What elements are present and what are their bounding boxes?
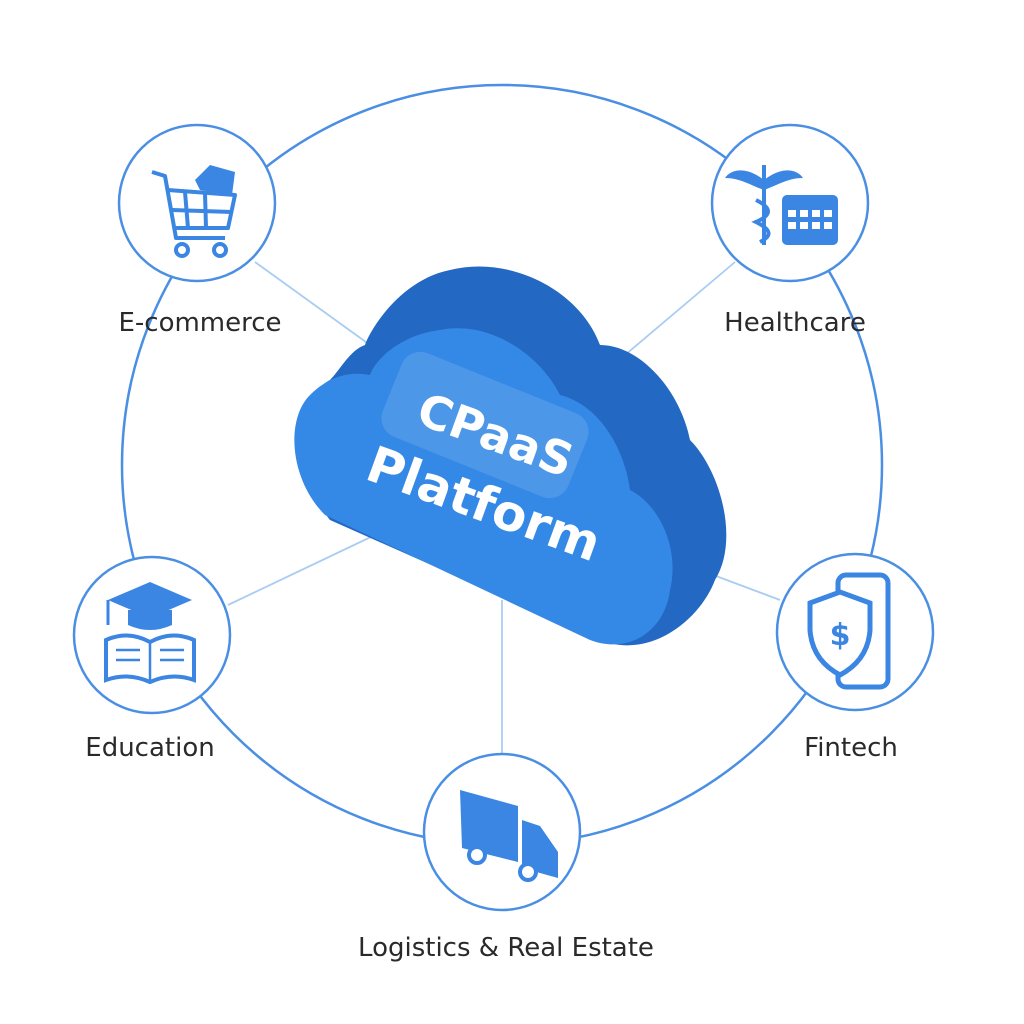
svg-text:$: $ — [830, 618, 851, 653]
shopping-cart-icon — [151, 165, 237, 258]
delivery-truck-icon — [460, 790, 558, 882]
node-education[interactable] — [72, 555, 232, 715]
label-education: Education — [85, 733, 215, 763]
shield-dollar-phone-icon: $ — [807, 572, 891, 690]
cloud-platform: CPaaS Platform — [294, 266, 727, 646]
label-healthcare: Healthcare — [724, 308, 866, 338]
node-ecommerce[interactable] — [117, 123, 277, 283]
label-fintech: Fintech — [804, 733, 898, 763]
caduceus-calendar-icon — [725, 165, 838, 245]
label-logistics: Logistics & Real Estate — [358, 933, 654, 963]
label-ecommerce: E-commerce — [118, 308, 282, 338]
graduation-book-icon — [104, 582, 196, 685]
